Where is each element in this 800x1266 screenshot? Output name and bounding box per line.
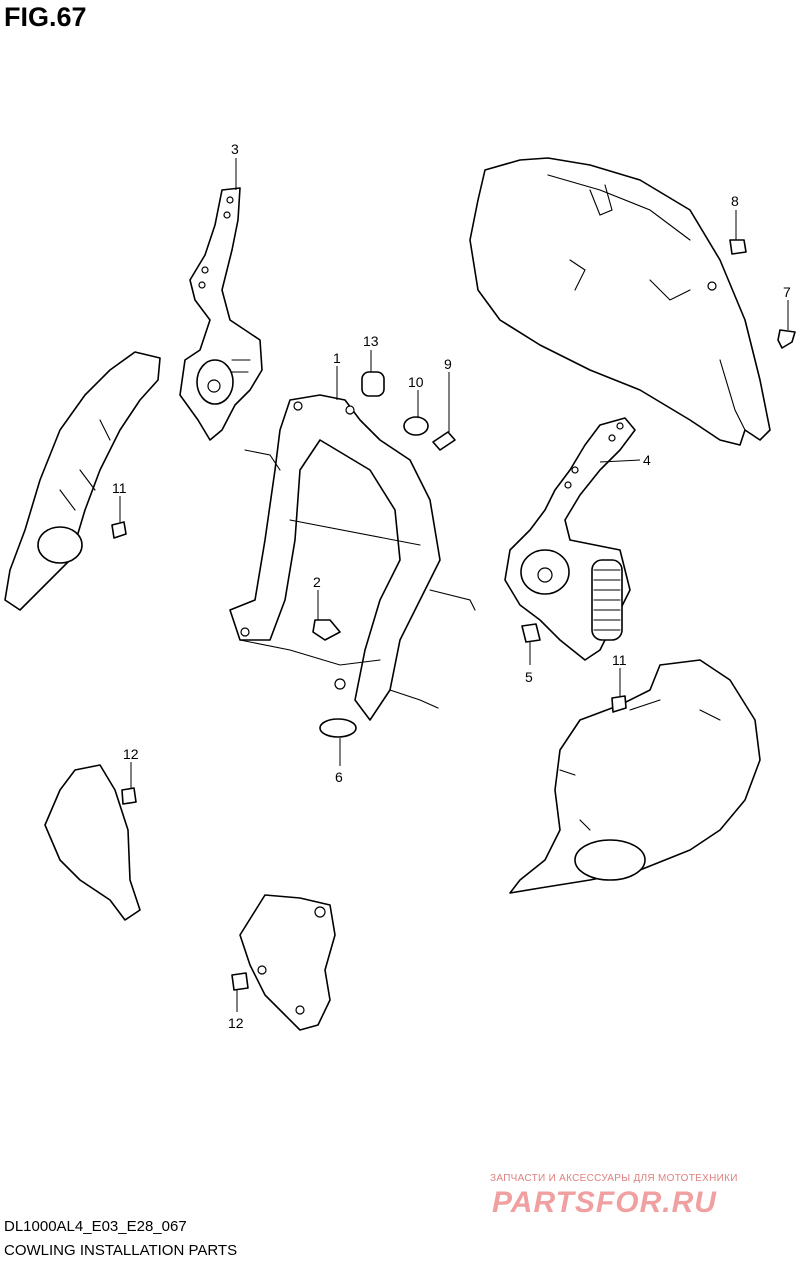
callout-6: 6 [335, 769, 343, 785]
nut-8 [729, 239, 747, 255]
fasteners [111, 239, 796, 991]
side-panel-lower-left [44, 764, 141, 921]
leader-lines [119, 158, 789, 1012]
screw-12-upper [121, 787, 137, 805]
bolt-2 [312, 619, 341, 641]
inner-cowl-right [509, 659, 761, 894]
inner-cowl-left [4, 351, 161, 611]
callout-8: 8 [731, 193, 739, 209]
callout-7: 7 [783, 284, 791, 300]
bushing-10 [403, 416, 429, 436]
callout-12-upper: 12 [123, 746, 139, 762]
cowling-brace [229, 394, 476, 721]
callout-3: 3 [231, 141, 239, 157]
callout-1: 1 [333, 350, 341, 366]
callout-5: 5 [525, 669, 533, 685]
collar-13 [361, 371, 385, 397]
diagram-name: COWLING INSTALLATION PARTS [4, 1242, 238, 1259]
figure-title: FIG.67 [4, 2, 87, 32]
callout-13: 13 [363, 333, 379, 349]
diagram-code: DL1000AL4_E03_E28_067 [4, 1218, 187, 1235]
bolt-5 [521, 623, 541, 643]
callout-10: 10 [408, 374, 424, 390]
watermark-tagline: ЗАПЧАСТИ И АКСЕССУАРЫ ДЛЯ МОТОТЕХНИКИ [490, 1173, 738, 1184]
callout-2: 2 [313, 574, 321, 590]
callout-9: 9 [444, 356, 452, 372]
screw-11-right [611, 695, 627, 713]
headlight-bracket-left [179, 187, 263, 441]
bolt-9 [432, 431, 456, 451]
side-panel-bottom [239, 894, 336, 1031]
callout-11-right: 11 [612, 652, 627, 668]
screw-11-left [111, 521, 127, 539]
callout-4: 4 [643, 452, 651, 468]
watermark-logo: PARTSFOR.RU [492, 1186, 717, 1219]
upper-cowling-panel [469, 157, 771, 446]
screw-7 [777, 329, 796, 349]
screw-12-lower [231, 972, 249, 991]
callout-11-left: 11 [112, 480, 127, 496]
callout-12-lower: 12 [228, 1015, 244, 1031]
grommet-6 [319, 718, 357, 738]
headlight-bracket-right [504, 417, 636, 661]
